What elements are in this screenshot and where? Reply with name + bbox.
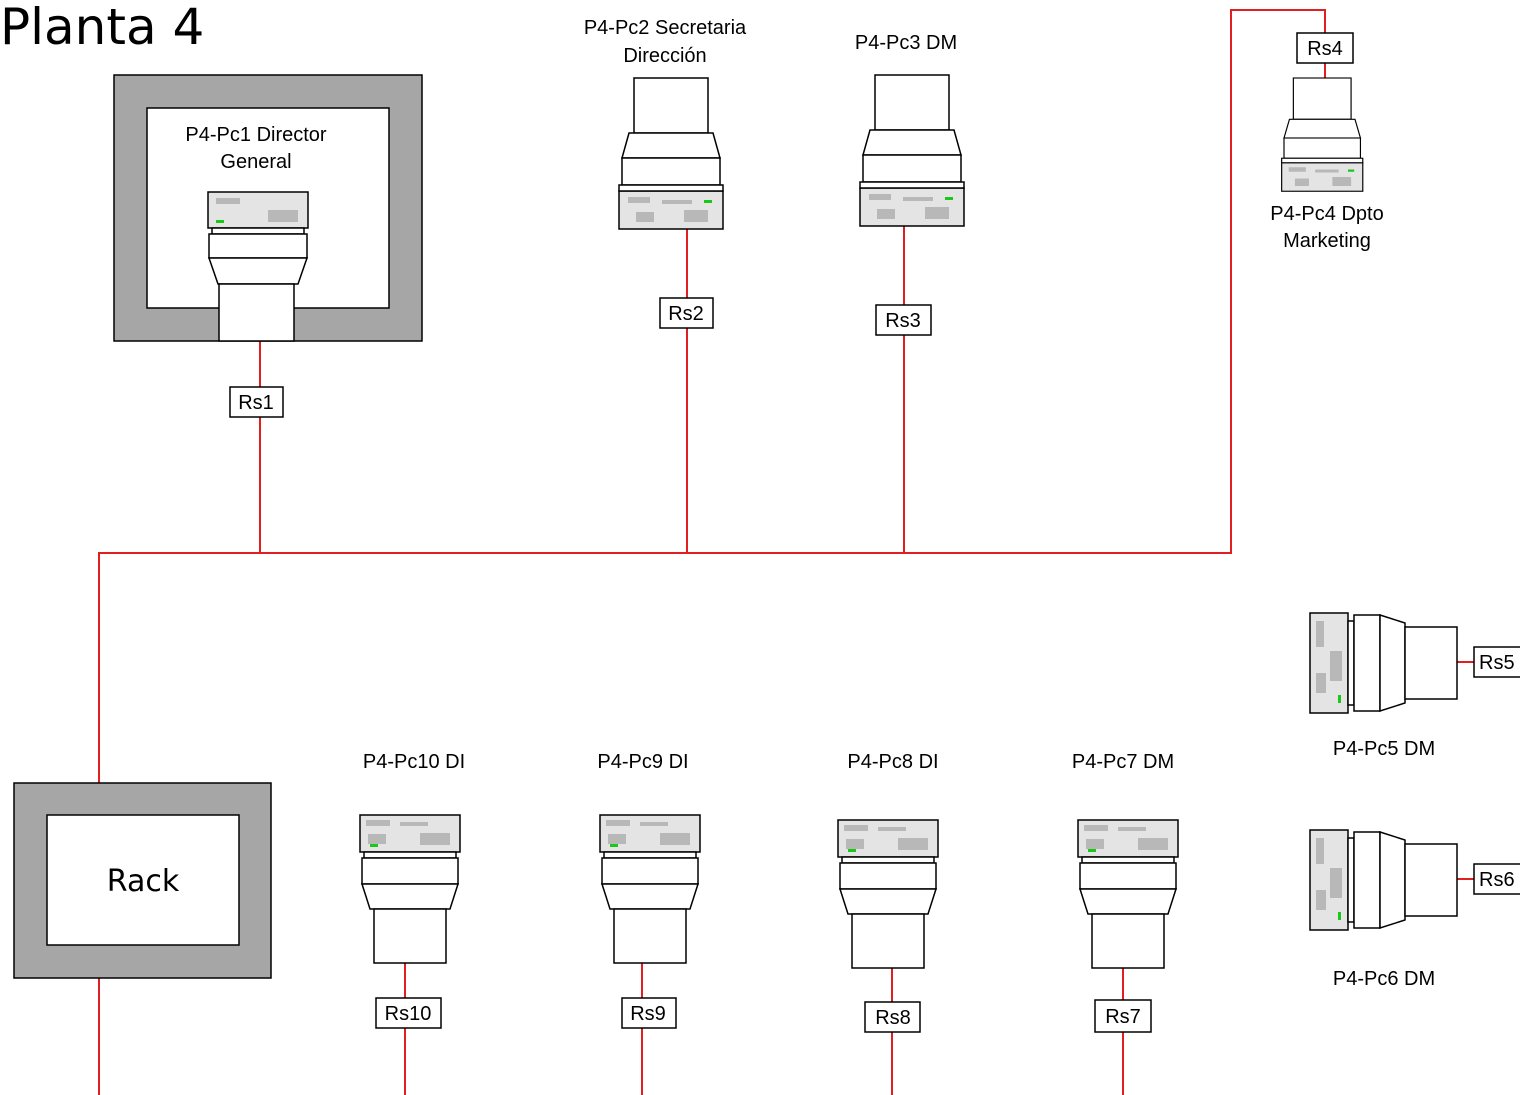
socket-rs5-label: Rs5 [1479,652,1515,674]
pc4-desktop-computer-icon[interactable] [1281,77,1364,192]
pc4-label-line1: P4-Pc4 Dpto [1270,203,1383,225]
socket-rs8-label: Rs8 [875,1007,911,1029]
socket-rs4-label: Rs4 [1307,38,1343,60]
socket-rs7-label: Rs7 [1105,1006,1141,1028]
pc2-desktop-computer-icon[interactable] [618,77,724,230]
pc7-desktop-computer-icon[interactable] [1077,819,1179,969]
pc1-label-line2: General [220,151,291,173]
socket-rs3-label: Rs3 [885,310,921,332]
pc4-label-line2: Marketing [1283,230,1371,252]
pc1-desktop-computer-icon[interactable] [207,191,309,342]
pc7-label: P4-Pc7 DM [1072,751,1174,773]
socket-rs6-label: Rs6 [1479,869,1515,891]
pc6-desktop-computer-icon[interactable] [1309,829,1458,931]
socket-rs7[interactable]: Rs7 [1094,999,1152,1033]
pc9-label: P4-Pc9 DI [597,751,688,773]
page-title: Planta 4 [0,0,204,56]
socket-rs10-label: Rs10 [385,1003,432,1025]
pc8-label: P4-Pc8 DI [847,751,938,773]
pc9-desktop-computer-icon[interactable] [599,814,701,964]
cable-backbone [98,9,1326,815]
pc6-label: P4-Pc6 DM [1333,968,1435,990]
socket-rs5[interactable]: Rs5 [1473,646,1520,678]
pc1-label-line1: P4-Pc1 Director [185,124,326,146]
socket-rs6[interactable]: Rs6 [1473,863,1520,895]
pc5-label: P4-Pc5 DM [1333,738,1435,760]
pc10-desktop-computer-icon[interactable] [359,814,461,964]
pc3-label: P4-Pc3 DM [855,32,957,54]
socket-rs4[interactable]: Rs4 [1296,32,1354,64]
pc8-desktop-computer-icon[interactable] [837,819,939,969]
pc10-label: P4-Pc10 DI [363,751,465,773]
socket-rs1[interactable]: Rs1 [229,386,284,418]
socket-rs9-label: Rs9 [630,1003,666,1025]
pc3-desktop-computer-icon[interactable] [859,74,965,227]
rack-room: Rack [13,782,272,979]
socket-rs9[interactable]: Rs9 [621,997,677,1029]
pc5-desktop-computer-icon[interactable] [1309,612,1458,714]
pc2-label-line2: Dirección [623,45,706,67]
pc2-label-line1: P4-Pc2 Secretaria [584,17,747,39]
socket-rs1-label: Rs1 [238,392,274,414]
socket-rs10[interactable]: Rs10 [375,997,442,1029]
socket-rs2[interactable]: Rs2 [659,297,714,329]
socket-rs3[interactable]: Rs3 [875,304,932,336]
socket-rs8[interactable]: Rs8 [864,1001,921,1033]
director-office: P4-Pc1 Director General [113,74,423,342]
socket-rs2-label: Rs2 [668,303,704,325]
rack-label: Rack [107,864,180,899]
